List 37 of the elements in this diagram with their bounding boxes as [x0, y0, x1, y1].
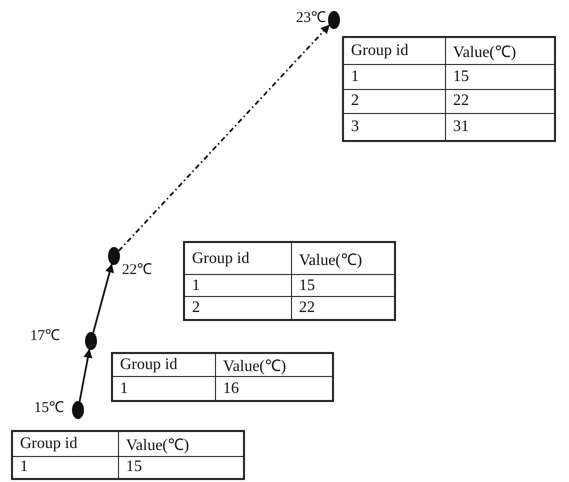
data-table [111, 352, 334, 402]
temperature-label: 15℃ [34, 399, 64, 417]
data-table [11, 430, 245, 480]
column-header: Group id [185, 243, 292, 276]
column-header: Value(℃) [216, 354, 332, 377]
arrow [78, 348, 92, 402]
data-table [183, 241, 396, 321]
column-header: Value(℃) [292, 243, 394, 276]
table-cell-text: 16 [222, 378, 240, 398]
temperature-label: 22℃ [122, 261, 152, 279]
table-cell-text: 31 [452, 117, 470, 137]
point-marker [72, 401, 84, 419]
table-cell: 3 [344, 114, 446, 140]
table-cell: 15 [446, 64, 554, 90]
table-cell: 1 [344, 64, 446, 90]
table-cell: 2 [185, 297, 292, 319]
table-cell: 1 [13, 456, 119, 478]
point-marker [108, 247, 120, 265]
table-cell: 22 [446, 90, 554, 114]
data-table [342, 36, 556, 142]
table-cell: 2 [344, 90, 446, 114]
table-cell: 15 [292, 275, 394, 298]
column-header: Value(℃) [119, 432, 243, 457]
temperature-label: 17℃ [30, 327, 60, 345]
point-marker [85, 332, 97, 350]
table-cell-text: 15 [125, 457, 143, 478]
arrow [92, 263, 114, 333]
arrow [118, 24, 330, 252]
column-header: Value(℃) [446, 38, 554, 65]
table-cell: 1 [185, 275, 292, 298]
table-cell: 1 [113, 377, 216, 400]
column-header: Group id [113, 354, 216, 377]
column-header: Group id [344, 38, 446, 65]
table-cell-text: 22 [298, 298, 316, 318]
point-marker [328, 11, 340, 29]
column-header: Group id [13, 432, 119, 457]
temperature-label: 23℃ [296, 9, 326, 27]
